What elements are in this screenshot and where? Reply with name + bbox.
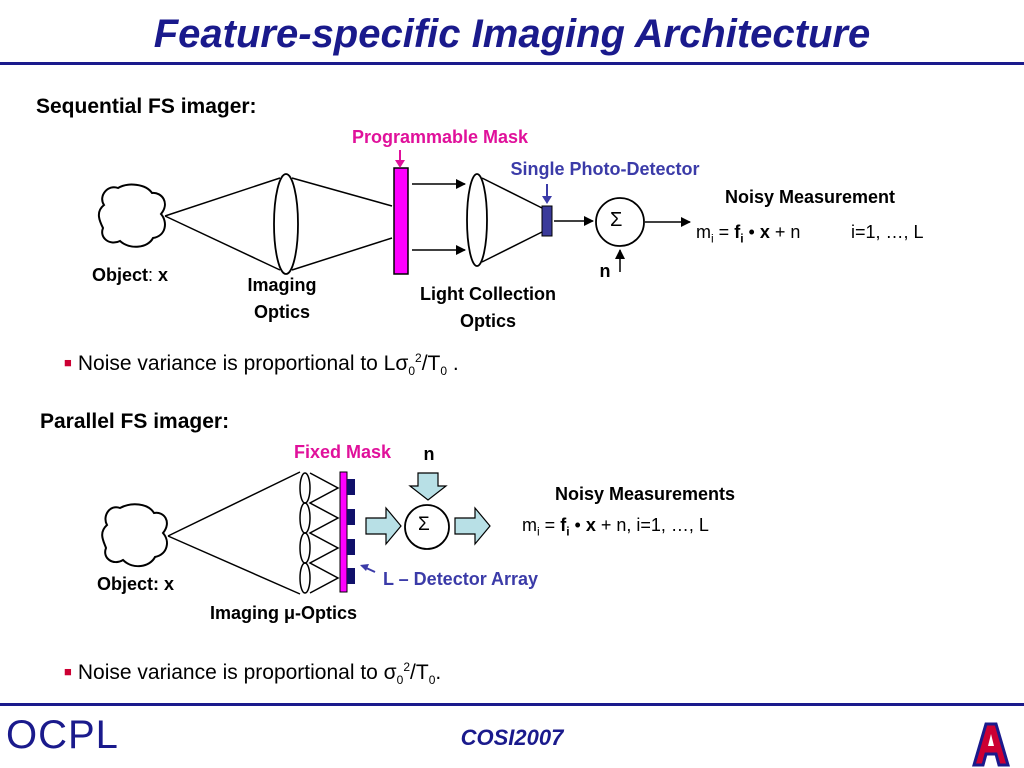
imaging-micro-optics-label: Imaging μ-Optics (210, 603, 358, 623)
sigma-symbol-sequential: Σ (610, 209, 623, 231)
sigma-symbol-parallel: Σ (418, 514, 430, 535)
noisy-measurements-label: Noisy Measurements (554, 484, 736, 504)
object-blob-parallel (101, 503, 168, 568)
conference-label: COSI2007 (460, 725, 564, 750)
sequential-heading: Sequential FS imager: (36, 95, 257, 118)
object-label-sequential: Object: x (92, 265, 169, 285)
detector-array (347, 479, 355, 584)
input-arrow-parallel (365, 506, 402, 546)
noise-label-sequential: n (599, 261, 611, 281)
summation-node-sequential (595, 197, 645, 247)
object-label-parallel: Object: x (97, 574, 175, 594)
arizona-emblem (962, 716, 1012, 768)
title-divider (0, 62, 1024, 65)
bullet-parallel: ■Noise variance is proportional to σ02/T… (64, 660, 442, 688)
index-range-sequential: i=1, …, L (851, 222, 924, 242)
micro-lens-array (299, 472, 340, 594)
fixed-mask-label: Fixed Mask (293, 442, 392, 462)
detector-array-label: L – Detector Array (383, 569, 539, 589)
light-collection-lens (466, 173, 488, 267)
ocpl-logo: OCPL (6, 713, 119, 757)
bullet-sequential: ■Noise variance is proportional to Lσ02/… (64, 351, 459, 379)
parallel-heading: Parallel FS imager: (40, 410, 230, 433)
fixed-mask (339, 471, 348, 593)
programmable-mask-label: Programmable Mask (351, 127, 529, 147)
single-photo-detector-label: Single Photo-Detector (510, 159, 700, 179)
noisy-measurement-label: Noisy Measurement (724, 187, 896, 207)
single-photo-detector (541, 205, 553, 237)
measurement-formula-parallel: mi = fi • x + n, i=1, …, L (522, 515, 709, 539)
noise-label-parallel: n (423, 444, 435, 464)
object-blob-sequential (97, 183, 166, 248)
output-arrow-parallel (454, 506, 491, 546)
summation-node-parallel (404, 504, 450, 550)
page-title: Feature-specific Imaging Architecture (153, 12, 871, 56)
imaging-lens (273, 173, 299, 275)
noise-arrow-parallel (408, 472, 448, 501)
programmable-mask (393, 167, 409, 275)
measurement-formula-sequential: mi = fi • x + n (696, 222, 801, 246)
